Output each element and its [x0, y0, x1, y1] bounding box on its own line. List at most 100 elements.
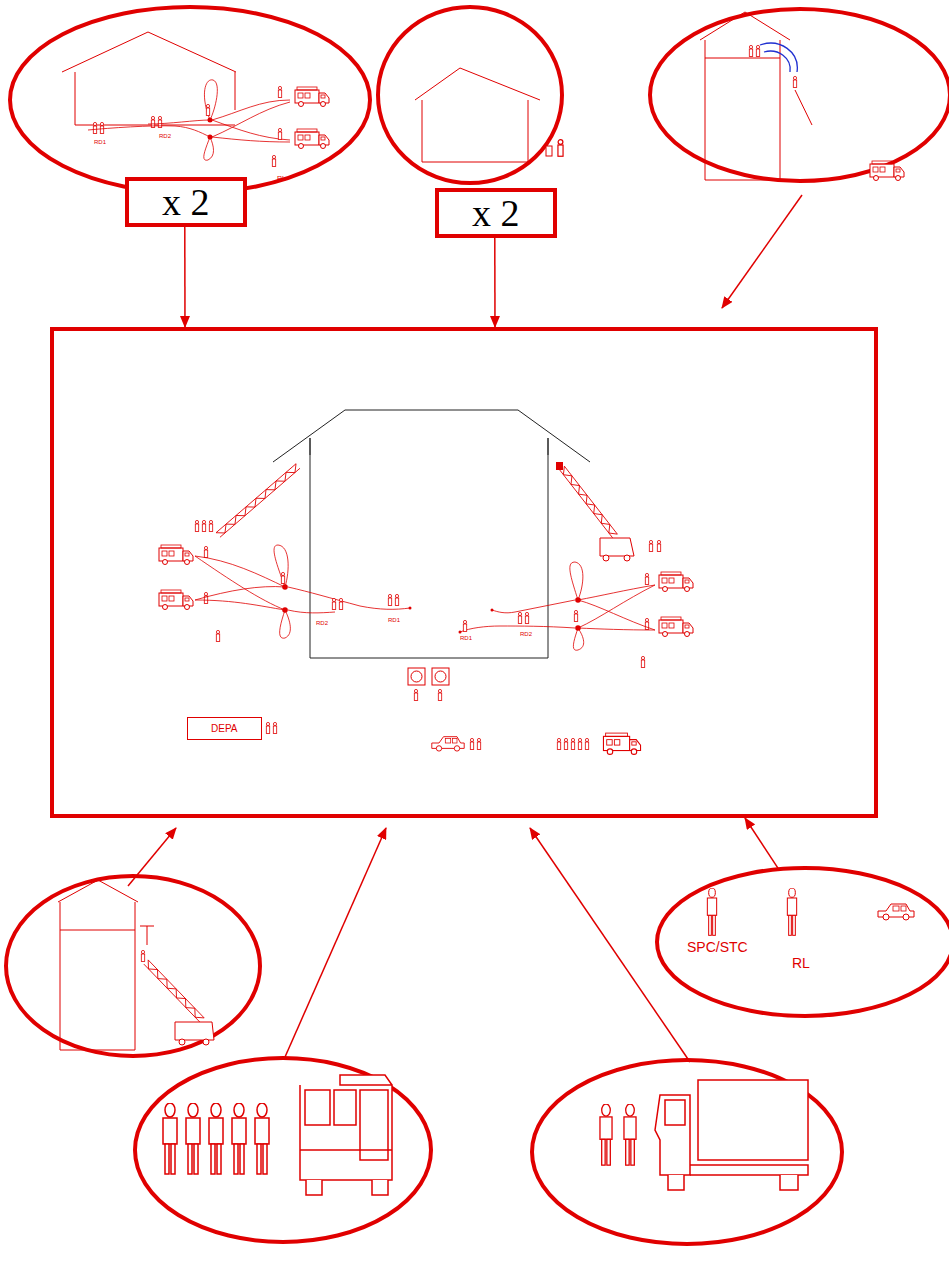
drawn-path — [140, 926, 154, 945]
drawn-use — [186, 1103, 200, 1174]
flow-arrow — [745, 818, 779, 869]
drawn-circle — [603, 555, 609, 561]
drawn-ellipse — [532, 1060, 842, 1244]
unit-label: RD2 — [159, 133, 171, 139]
drawn-use — [707, 888, 716, 935]
drawn-use — [388, 594, 391, 605]
drawn-circle — [491, 609, 494, 612]
multiplier-label: x 2 — [472, 194, 520, 232]
unit-label: SPC/STC — [687, 940, 748, 954]
drawn-circle — [208, 118, 213, 123]
unit-label: RD1 — [94, 139, 106, 145]
drawn-use — [659, 617, 693, 637]
unit-label: RD2 — [520, 631, 532, 637]
drawn-path — [578, 585, 655, 630]
drawn-rect — [546, 146, 552, 156]
drawn-use — [657, 540, 660, 551]
drawn-use — [278, 86, 281, 97]
drawn-use — [209, 520, 212, 531]
drawn-use — [255, 1103, 269, 1174]
drawn-path — [760, 43, 797, 72]
scenario-ellipse: RD1RD2RL — [8, 5, 372, 195]
drawn-path — [655, 1095, 690, 1175]
drawn-path — [600, 538, 634, 556]
drawn-rect — [665, 1100, 685, 1125]
top-middle-scene — [415, 68, 563, 162]
drawn-use — [432, 737, 464, 751]
drawn-path — [288, 587, 410, 613]
drawn-circle — [203, 1039, 209, 1045]
drawn-ellipse — [6, 876, 260, 1056]
drawn-use — [558, 140, 563, 157]
drawn-use — [202, 520, 205, 531]
command-ellipse: SPC/STC RL — [655, 866, 949, 1018]
unit-label: RL — [792, 956, 810, 970]
drawn-rect — [698, 1080, 808, 1160]
drawn-use — [787, 888, 796, 935]
drawn-line — [722, 195, 802, 308]
drawn-use — [659, 572, 693, 592]
unit-label: RD1 — [388, 617, 400, 623]
drawn-circle — [435, 671, 446, 682]
drawn-line — [285, 828, 386, 1057]
drawn-path — [668, 1175, 798, 1190]
drawn-ellipse — [378, 7, 562, 183]
crew-and-lorry — [600, 1080, 808, 1190]
drawn-path — [306, 1180, 388, 1195]
multiplier-box: x 2 — [125, 177, 247, 227]
drawn-path — [212, 100, 290, 142]
depa-box: DEPA — [187, 717, 262, 740]
drawn-line — [530, 828, 690, 1062]
drawn-path — [58, 880, 138, 1050]
leader-arrows — [128, 195, 802, 1062]
ellipse-outline — [10, 7, 370, 193]
drawn-circle — [282, 584, 288, 590]
drawn-use — [557, 738, 560, 749]
unit-label: RD2 — [316, 620, 328, 626]
drawn-use — [206, 104, 209, 115]
drawn-path — [415, 68, 540, 162]
drawn-use — [216, 630, 219, 641]
drawn-use — [645, 573, 648, 584]
ladder — [560, 466, 618, 538]
drawn-circle — [459, 631, 462, 634]
drawn-use — [159, 545, 193, 565]
drawn-use — [585, 738, 588, 749]
drawn-use — [793, 76, 796, 87]
drawn-use — [624, 1104, 636, 1165]
drawn-use — [100, 122, 103, 133]
drawn-path — [310, 438, 548, 658]
drawn-use — [332, 598, 335, 609]
flow-arrow — [494, 238, 496, 327]
drawn-g — [216, 464, 300, 538]
unit-label: DEPA — [211, 724, 238, 734]
drawn-use — [266, 722, 269, 733]
drawn-use — [649, 540, 652, 551]
drawn-ellipse — [650, 9, 949, 181]
drawn-circle — [409, 607, 412, 610]
drawn-circle — [575, 625, 581, 631]
drawn-use — [477, 738, 480, 749]
drawn-use — [281, 572, 284, 583]
top-right-scene — [700, 12, 904, 181]
drawn-use — [641, 656, 644, 667]
drawn-g — [144, 960, 204, 1022]
flow-arrow — [184, 227, 186, 327]
drawn-use — [339, 598, 342, 609]
ellipse-outline — [657, 868, 949, 1016]
drawn-use — [93, 122, 96, 133]
ladder — [216, 464, 300, 538]
drawn-use — [141, 950, 144, 961]
drawn-use — [209, 1103, 223, 1174]
drawn-use — [414, 689, 417, 700]
drawn-use — [232, 1103, 246, 1174]
drawn-path — [460, 600, 575, 632]
drawn-use — [463, 620, 466, 631]
scenario-ellipses — [6, 7, 949, 1244]
drawn-use — [295, 87, 329, 107]
drawn-use — [195, 520, 198, 531]
drawn-use — [564, 738, 567, 749]
bottom-left-scene — [58, 880, 214, 1050]
drawn-ellipse — [135, 1058, 431, 1242]
